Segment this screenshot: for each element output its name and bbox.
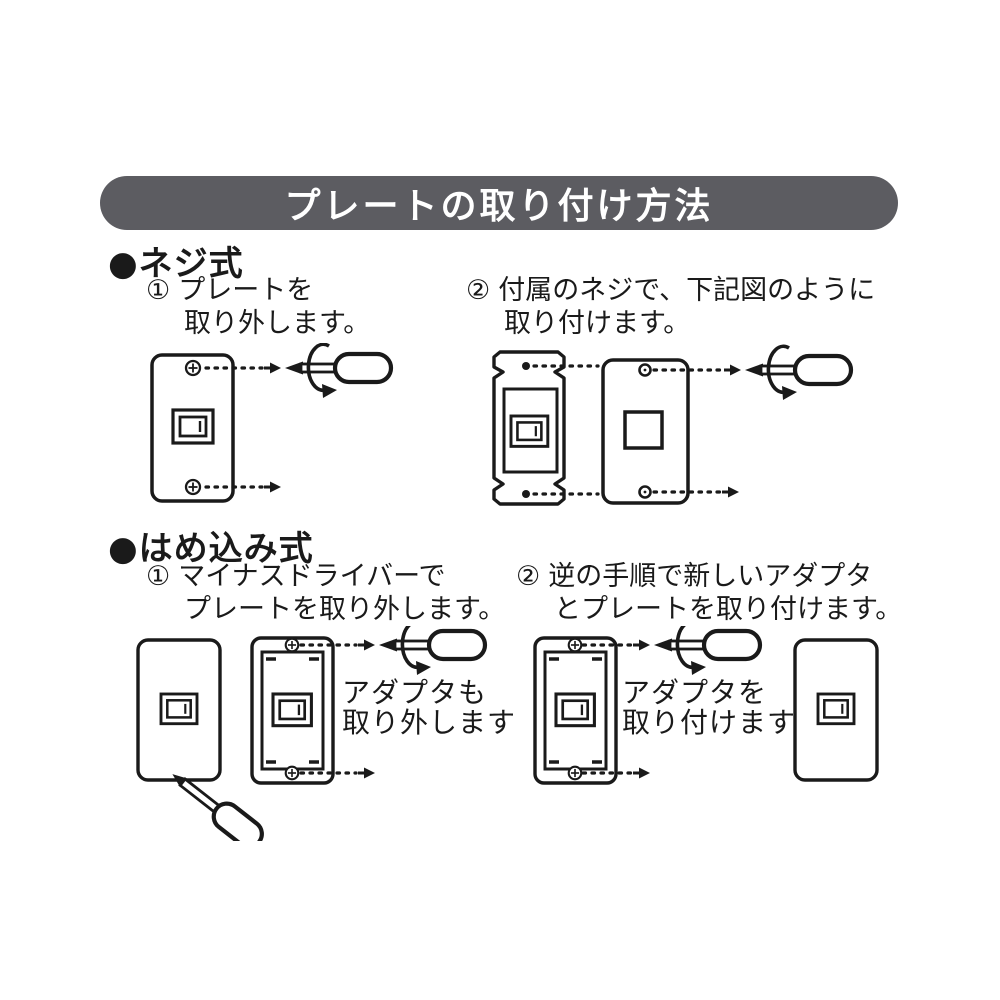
step-number: ① — [146, 561, 171, 592]
step-number: ② — [466, 275, 491, 306]
step-text-line2: 取り付けます。 — [504, 308, 691, 339]
screw-head-icon — [184, 478, 202, 496]
mounting-frame — [492, 350, 566, 506]
page-title: プレートの取り付け方法 — [284, 186, 714, 227]
prying-screwdriver-icon — [172, 774, 264, 841]
step-text-line2: プレートを取り外します。 — [184, 594, 506, 625]
screw-marker-icon — [720, 485, 741, 499]
fig-snap-type-remove — [133, 626, 498, 841]
adapter-frame — [535, 638, 616, 783]
screw-marker-icon — [356, 766, 377, 780]
screwdriver-icon — [285, 344, 391, 398]
note-line2: 取り外します — [342, 706, 517, 739]
step-number: ② — [516, 561, 541, 592]
screwdriver-icon — [745, 346, 851, 400]
switch-icon — [509, 414, 550, 448]
fig-snap-type-attach — [528, 626, 900, 841]
step-text-line2: とプレートを取り付けます。 — [554, 594, 903, 625]
switch-icon — [171, 408, 215, 445]
note-line1: アダプタも — [342, 676, 488, 709]
screw-head-icon — [522, 490, 530, 498]
note-line2: 取り付けます — [622, 706, 797, 739]
screw-marker-icon — [262, 480, 283, 494]
screw-marker-icon — [356, 638, 377, 652]
step-text-line1: 付属のネジで、下記図のように — [498, 275, 876, 306]
screw-marker-icon — [631, 766, 652, 780]
screw-hole-dot — [643, 490, 647, 494]
note-line1: アダプタを — [622, 676, 768, 709]
step-text-line1: 逆の手順で新しいアダプタ — [548, 561, 873, 592]
section-heading-screw-type: ●ネジ式 — [108, 244, 244, 284]
screwless-plate — [795, 640, 877, 780]
screw-marker-icon — [722, 363, 743, 377]
switch-opening — [623, 410, 664, 450]
screwless-plate — [138, 640, 220, 780]
screw-hole-dot — [643, 368, 647, 372]
screwdriver-icon — [379, 626, 485, 675]
title-banner: プレートの取り付け方法 — [100, 176, 898, 230]
screwdriver-icon — [654, 626, 760, 675]
fig-screw-type-attach — [492, 343, 862, 506]
adapter-frame — [252, 638, 333, 783]
screw-head-icon — [522, 362, 530, 370]
fig-screw-type-remove — [150, 343, 400, 503]
step-text-line2: 取り外します。 — [184, 308, 371, 339]
step-number: ① — [146, 275, 171, 306]
note-attach-adapter: アダプタを 取り付けます — [622, 678, 796, 738]
section-heading-snap-type: ●はめ込み式 — [108, 529, 314, 569]
note-remove-adapter: アダプタも 取り外します — [342, 678, 516, 738]
step-text-line1: プレートを — [178, 275, 314, 306]
screw-marker-icon — [262, 361, 283, 375]
screw-head-icon — [184, 359, 202, 377]
step-text-line1: マイナスドライバーで — [178, 561, 446, 592]
screw-marker-icon — [631, 638, 652, 652]
